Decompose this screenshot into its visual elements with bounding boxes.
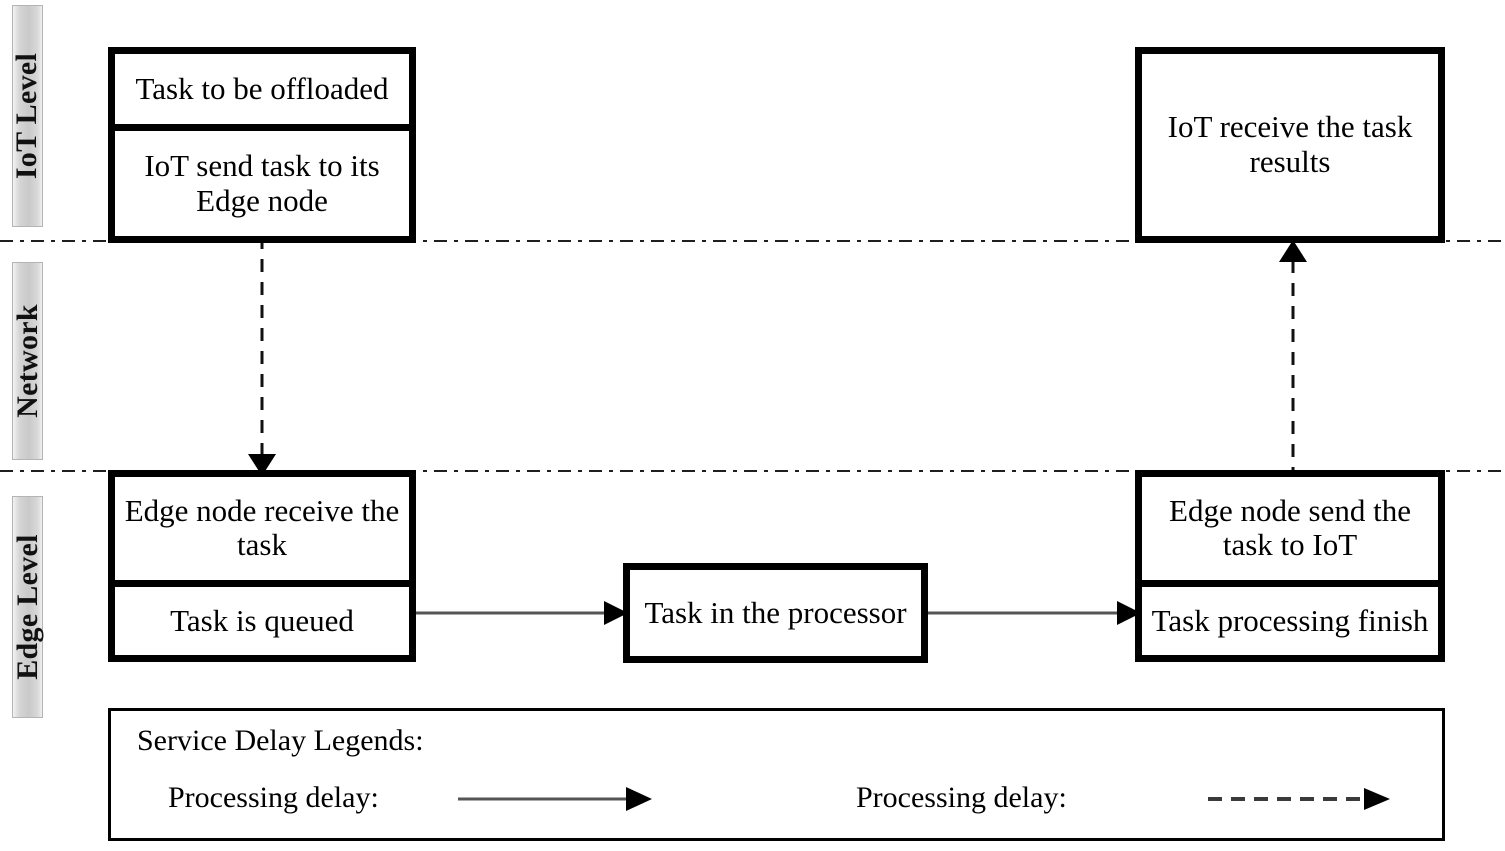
connector-edge-to-iot xyxy=(1271,236,1315,480)
legend-solid-arrow-arrowhead xyxy=(626,787,652,811)
lane-label-edge-level: Edge Level xyxy=(10,534,44,680)
legend-entry-solid-label: Processing delay: xyxy=(168,781,379,814)
connector-queued-to-processor-arrowhead xyxy=(604,601,628,625)
legend-dashed-arrow-arrowhead xyxy=(1364,788,1390,810)
node-edge-receive-segment-1: Edge node receive the task xyxy=(115,477,409,580)
connector-iot-to-edge-arrowhead xyxy=(248,454,276,476)
node-edge-receive[interactable]: Edge node receive the task Task is queue… xyxy=(108,470,416,662)
node-iot-receive-segment-1: IoT receive the task results xyxy=(1142,54,1438,236)
node-iot-offload-segment-1: Task to be offloaded xyxy=(115,54,409,125)
legend-title: Service Delay Legends: xyxy=(137,724,424,757)
legend-box xyxy=(108,708,1445,841)
node-edge-receive-segment-2: Task is queued xyxy=(115,579,409,655)
node-iot-offload-segment-2: IoT send task to its Edge node xyxy=(115,124,409,236)
lane-tab-iot-level: IoT Level xyxy=(10,5,44,227)
connector-processor-to-finish-arrowhead xyxy=(1117,601,1141,625)
legend-entry-solid-arrow xyxy=(458,784,658,814)
connector-iot-to-edge xyxy=(240,236,284,480)
node-edge-send-segment-2: Task processing finish xyxy=(1142,579,1438,655)
legend-entry-dashed-arrow xyxy=(1208,784,1393,814)
node-iot-receive[interactable]: IoT receive the task results xyxy=(1135,47,1445,243)
connector-processor-to-finish xyxy=(925,598,1143,628)
node-task-processor-segment-1: Task in the processor xyxy=(630,570,921,656)
lane-divider-iot-network xyxy=(0,240,1505,242)
legend-entry-dashed-label: Processing delay: xyxy=(856,781,1067,814)
lane-label-network: Network xyxy=(10,304,44,418)
node-edge-send[interactable]: Edge node send the task to IoT Task proc… xyxy=(1135,470,1445,662)
lane-tab-edge-level: Edge Level xyxy=(10,496,44,718)
node-iot-offload[interactable]: Task to be offloaded IoT send task to it… xyxy=(108,47,416,243)
connector-edge-to-iot-arrowhead xyxy=(1279,240,1307,262)
lane-divider-network-edge xyxy=(0,470,1505,472)
connector-queued-to-processor xyxy=(412,598,630,628)
node-edge-send-segment-1: Edge node send the task to IoT xyxy=(1142,477,1438,580)
node-task-processor[interactable]: Task in the processor xyxy=(623,563,928,663)
lane-tab-network: Network xyxy=(10,262,44,460)
lane-label-iot-level: IoT Level xyxy=(10,52,44,180)
